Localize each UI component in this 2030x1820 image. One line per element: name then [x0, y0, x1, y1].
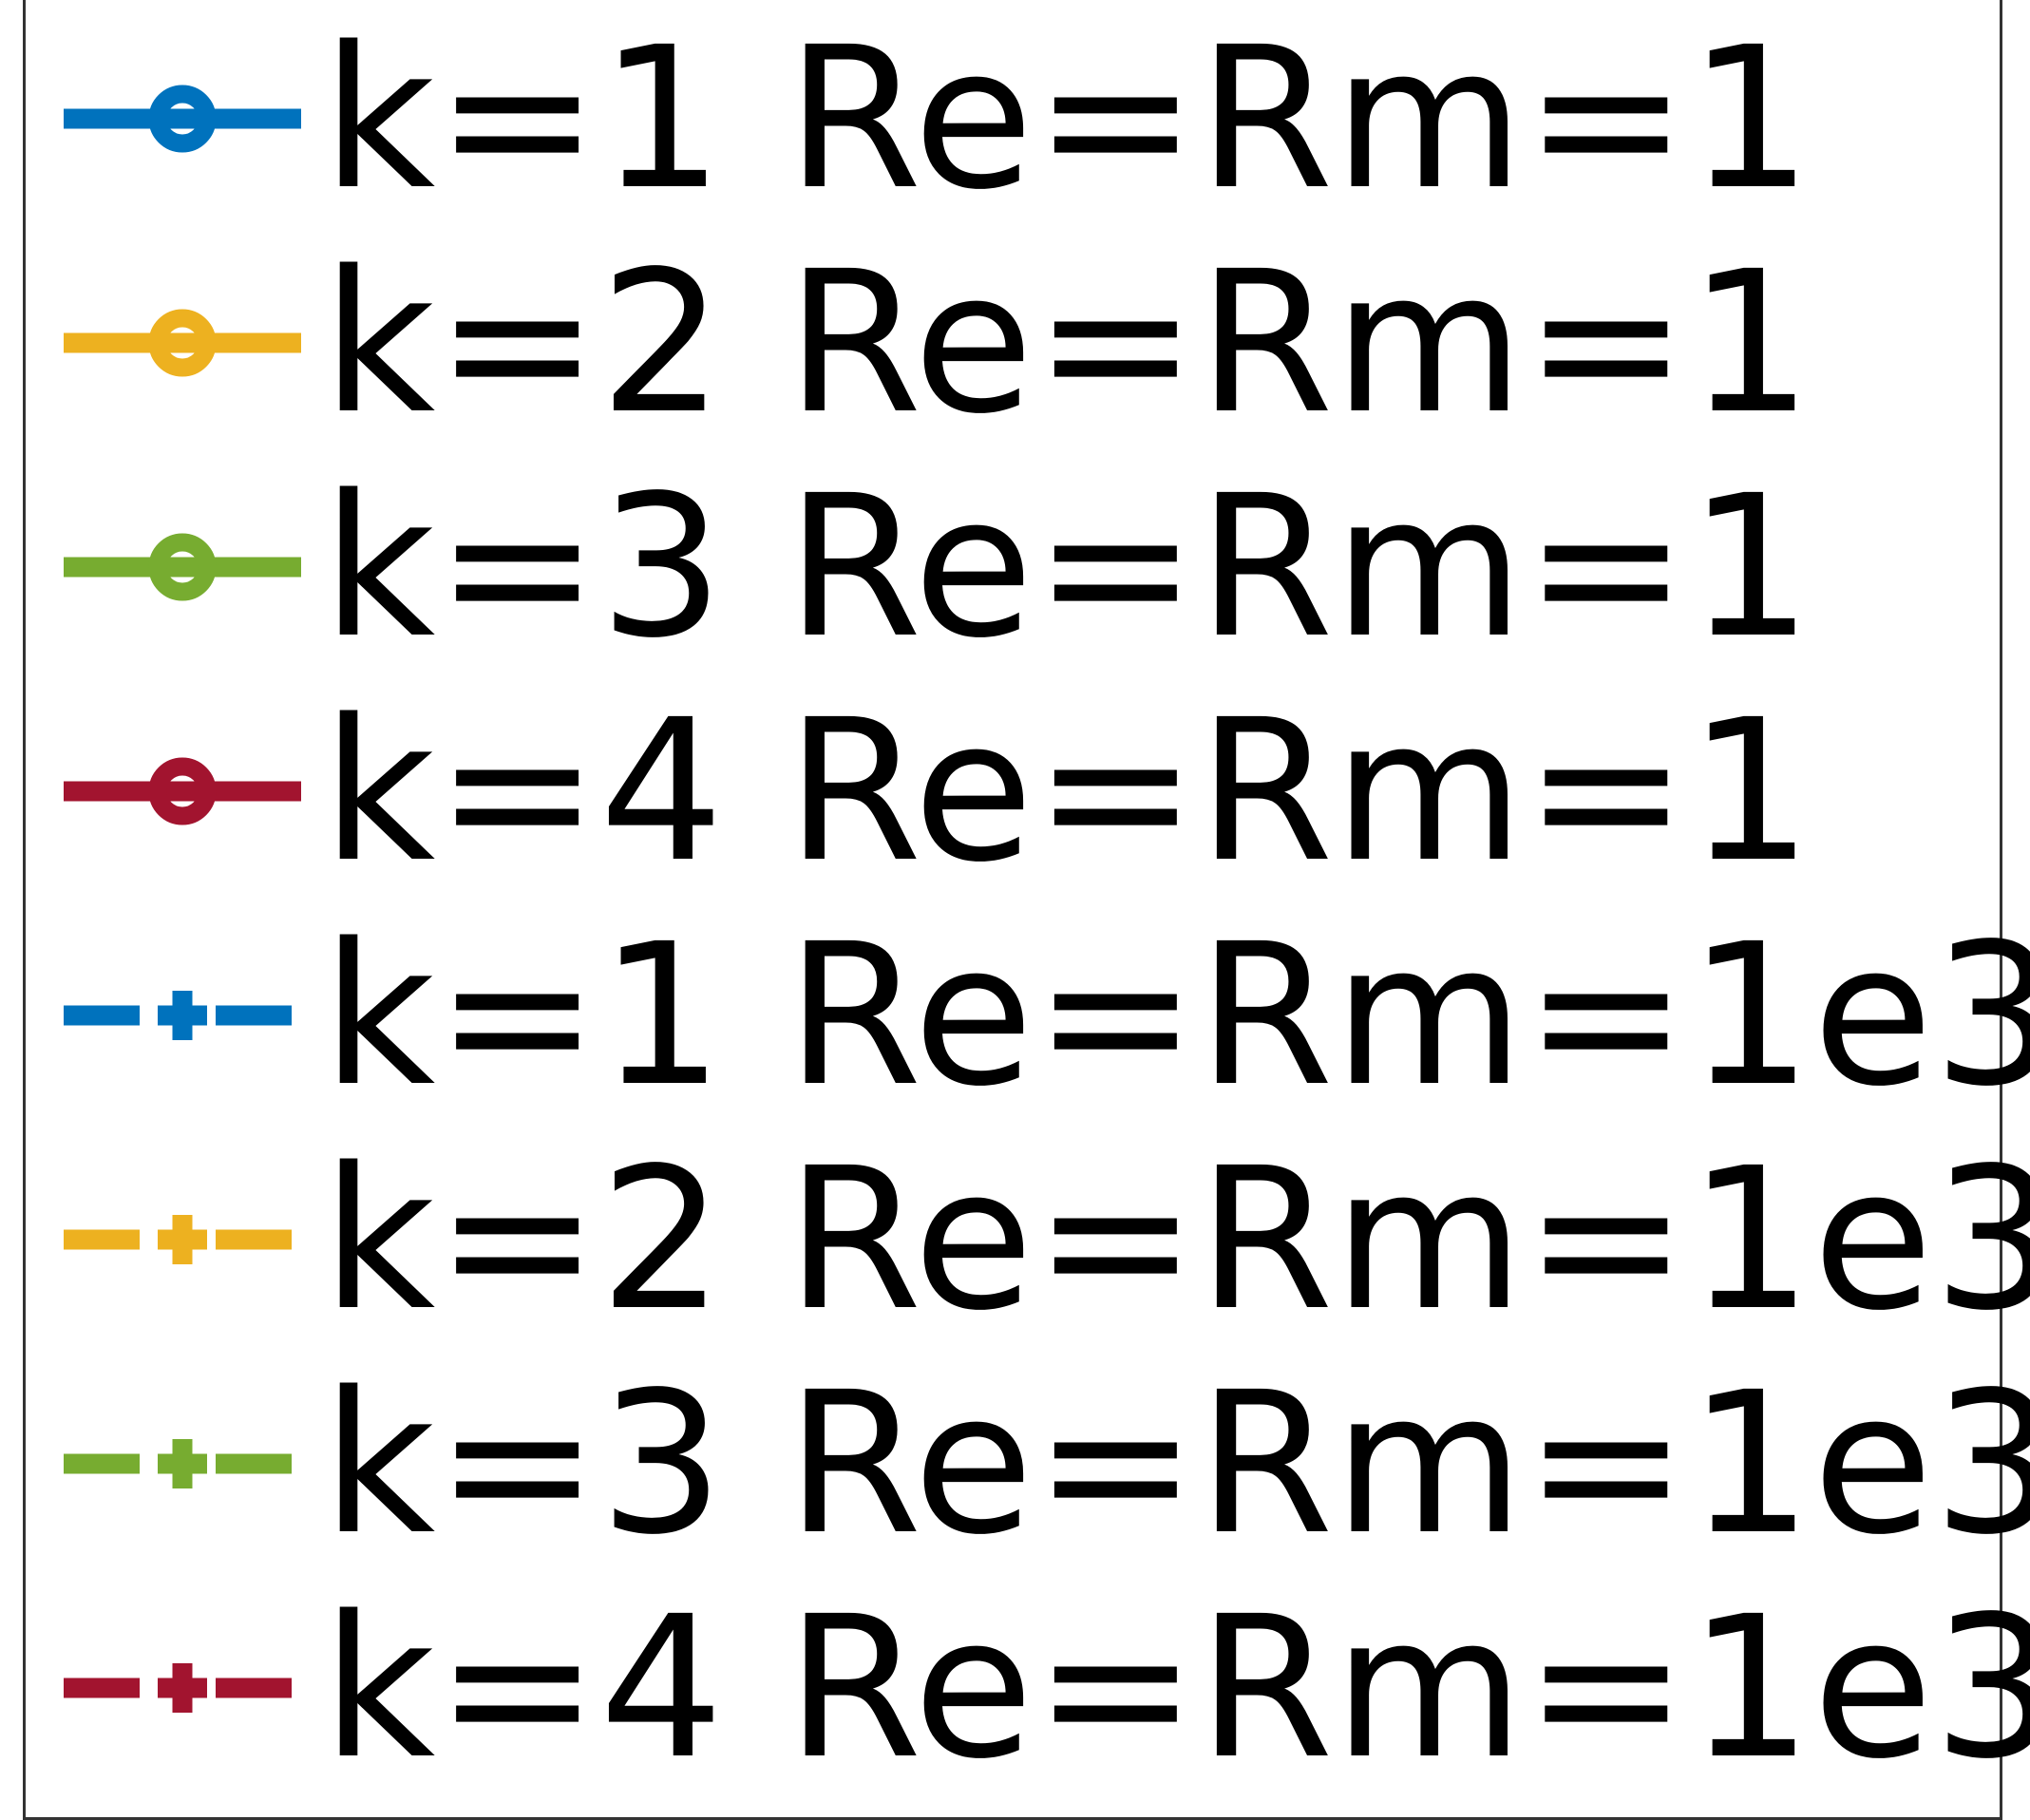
legend-marker-plus: [158, 991, 207, 1040]
legend-marker-plus: [158, 1439, 207, 1488]
legend-marker-circle: [148, 757, 217, 825]
legend-label: k=1 Re=Rm=1e3: [322, 901, 2030, 1129]
legend-label: k=4 Re=Rm=1e3: [322, 1574, 2030, 1802]
legend-marker-circle: [148, 309, 217, 377]
legend-line-sample: [64, 991, 292, 1040]
legend-marker-circle: [148, 533, 217, 601]
legend-marker-plus: [158, 1215, 207, 1264]
legend-line-sample: [64, 533, 301, 601]
legend-entry: k=2 Re=Rm=1: [26, 231, 2002, 455]
legend-entry: k=4 Re=Rm=1: [26, 679, 2002, 903]
legend-marker-plus: [158, 1663, 207, 1713]
legend-line-sample: [64, 1663, 292, 1713]
legend-entry: k=1 Re=Rm=1: [26, 7, 2002, 231]
legend-entry: k=2 Re=Rm=1e3: [26, 1128, 2030, 1352]
legend-line-sample: [64, 309, 301, 377]
legend-line-sample: [64, 1215, 292, 1264]
legend-entry: k=3 Re=Rm=1e3: [26, 1352, 2030, 1576]
legend-label: k=3 Re=Rm=1: [322, 453, 1813, 681]
legend-label: k=4 Re=Rm=1: [322, 677, 1813, 905]
legend-line-sample: [64, 1439, 292, 1488]
legend-entry: k=1 Re=Rm=1e3: [26, 903, 2030, 1128]
legend-label: k=2 Re=Rm=1: [322, 229, 1813, 457]
legend-label: k=2 Re=Rm=1e3: [322, 1126, 2030, 1354]
legend-line-sample: [64, 757, 301, 825]
legend-entry: k=4 Re=Rm=1e3: [26, 1576, 2030, 1800]
legend-label: k=1 Re=Rm=1: [322, 5, 1813, 233]
legend-entry: k=3 Re=Rm=1: [26, 455, 2002, 679]
legend-marker-circle: [148, 85, 217, 153]
legend-label: k=3 Re=Rm=1e3: [322, 1350, 2030, 1578]
legend-line-sample: [64, 85, 301, 153]
